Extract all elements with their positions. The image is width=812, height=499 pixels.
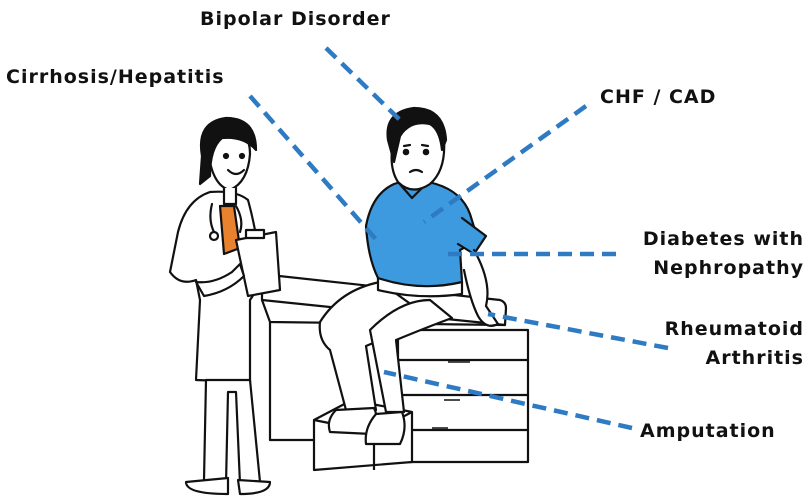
label-rheumatoid-arthritis: Rheumatoid Arthritis	[665, 318, 804, 370]
label-diabetes-nephropathy: Diabetes with Nephropathy	[643, 228, 804, 280]
leader-bipolar	[326, 48, 400, 120]
label-amputation: Amputation	[640, 420, 776, 443]
label-rheumatoid-line1: Rheumatoid	[665, 318, 804, 341]
label-cirrhosis-hepatitis: Cirrhosis/Hepatitis	[6, 66, 225, 89]
label-diabetes-line1: Diabetes with	[643, 228, 804, 251]
label-diabetes-line2: Nephropathy	[643, 257, 804, 280]
label-chf-cad: CHF / CAD	[600, 86, 716, 109]
leader-cirrhosis	[250, 96, 380, 244]
label-rheumatoid-line2: Arthritis	[665, 347, 804, 370]
label-bipolar-disorder: Bipolar Disorder	[200, 8, 391, 31]
